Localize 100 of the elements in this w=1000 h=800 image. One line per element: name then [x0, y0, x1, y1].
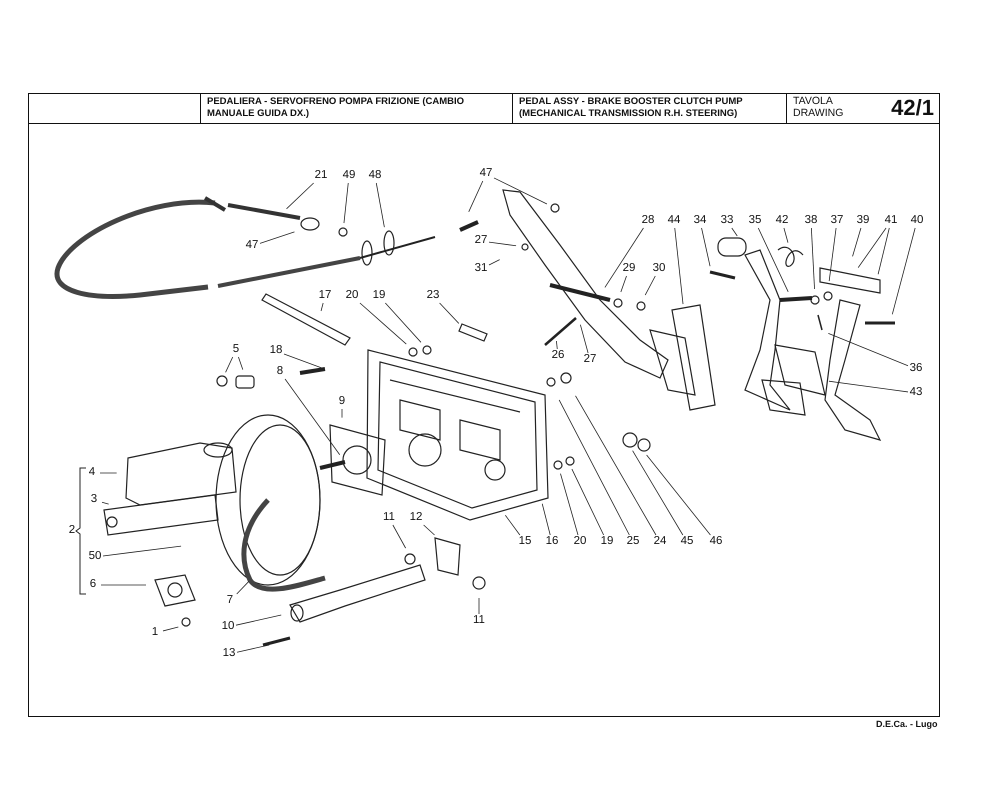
- leader-line: [320, 302, 324, 312]
- leader-line: [828, 228, 836, 282]
- callout-number: 9: [332, 395, 352, 409]
- callout-number: 8: [270, 365, 290, 379]
- leader-line: [238, 356, 244, 370]
- callout-number: 25: [623, 535, 643, 549]
- callout-number: 11: [379, 511, 399, 525]
- callout-number: 33: [717, 214, 737, 228]
- callout-number: 43: [906, 386, 926, 400]
- leader-line: [892, 228, 916, 315]
- leader-line: [392, 524, 406, 549]
- leader-line: [286, 182, 314, 210]
- callout-number: 26: [548, 349, 568, 363]
- leader-line: [504, 514, 520, 536]
- callout-number: 42: [772, 214, 792, 228]
- leader-line: [360, 302, 407, 344]
- leader-line: [644, 276, 656, 296]
- leader-line: [575, 395, 656, 536]
- callout-number: 15: [515, 535, 535, 549]
- leader-line: [674, 228, 684, 304]
- leader-line: [102, 502, 110, 504]
- callout-number: 39: [853, 214, 873, 228]
- callout-number: 18: [266, 344, 286, 358]
- leader-line: [858, 228, 886, 268]
- callout-number: 10: [218, 620, 238, 634]
- header-caption: TAVOLA DRAWING: [793, 96, 844, 120]
- callout-number: 40: [907, 214, 927, 228]
- leader-line: [828, 380, 908, 392]
- leader-line: [828, 332, 908, 366]
- leader-line: [810, 228, 815, 290]
- leader-line: [604, 228, 644, 288]
- callout-number: 46: [706, 535, 726, 549]
- callout-number: 19: [597, 535, 617, 549]
- leader-line: [701, 228, 710, 267]
- leader-line: [731, 228, 738, 236]
- leader-line: [560, 473, 578, 536]
- callout-number: 7: [220, 594, 240, 608]
- callout-number: 30: [649, 262, 669, 276]
- callout-number: 48: [365, 169, 385, 183]
- callout-number: 28: [638, 214, 658, 228]
- callout-number: 44: [664, 214, 684, 228]
- leader-line: [558, 400, 630, 536]
- callout-number: 29: [619, 262, 639, 276]
- callout-number: 1: [145, 626, 165, 640]
- leader-line: [580, 324, 588, 354]
- callout-number: 20: [342, 289, 362, 303]
- leader-line: [376, 182, 385, 228]
- callout-number: 21: [311, 169, 331, 183]
- callout-number: 4: [82, 466, 102, 480]
- callout-number: 47: [476, 167, 496, 181]
- callout-number: 47: [242, 239, 262, 253]
- callout-number: 6: [83, 578, 103, 592]
- leader-line: [100, 584, 146, 586]
- callout-number: 12: [406, 511, 426, 525]
- callout-number: 49: [339, 169, 359, 183]
- leader-line: [468, 180, 484, 212]
- callout-number: 16: [542, 535, 562, 549]
- leader-line: [572, 468, 604, 536]
- callout-number: 24: [650, 535, 670, 549]
- callout-number: 5: [226, 343, 246, 357]
- leader-line: [236, 614, 282, 626]
- leader-line: [236, 644, 270, 653]
- leader-line: [162, 626, 179, 632]
- callout-number: 45: [677, 535, 697, 549]
- callout-number: 37: [827, 214, 847, 228]
- leader-line: [494, 178, 548, 204]
- leader-line: [478, 598, 480, 614]
- callout-number: 23: [423, 289, 443, 303]
- callout-number: 13: [219, 647, 239, 661]
- header-title: PEDALIERA - SERVOFRENO POMPA FRIZIONE (CAMBIO MANUALE GUIDA DX.): [207, 96, 466, 120]
- leader-line: [556, 340, 558, 350]
- callout-number: 19: [369, 289, 389, 303]
- leader-line: [260, 231, 295, 244]
- leader-line: [632, 450, 684, 536]
- drawing-number: 42/1: [891, 95, 934, 121]
- callout-number: 27: [580, 353, 600, 367]
- leader-line: [488, 259, 500, 266]
- leader-line: [488, 242, 516, 246]
- leader-line: [284, 378, 340, 456]
- callout-number: 20: [570, 535, 590, 549]
- callout-number: 27: [471, 234, 491, 248]
- leader-line: [384, 302, 422, 343]
- leader-line: [784, 228, 788, 244]
- callout-number: 35: [745, 214, 765, 228]
- callout-number: 36: [906, 362, 926, 376]
- leader-line: [344, 182, 349, 224]
- callout-number: 38: [801, 214, 821, 228]
- leader-line: [852, 228, 862, 257]
- callout-number: 2: [68, 524, 76, 538]
- leader-line: [758, 228, 789, 292]
- callout-number: 50: [85, 550, 105, 564]
- leader-line: [236, 580, 250, 594]
- header-title: PEDAL ASSY - BRAKE BOOSTER CLUTCH PUMP (MECHANICAL TRANSMISSION R.H. STEERING): [519, 96, 744, 120]
- leader-line: [423, 524, 435, 536]
- leader-line: [284, 354, 322, 368]
- callout-number: 31: [471, 262, 491, 276]
- leader-line: [542, 503, 551, 536]
- callout-number: 34: [690, 214, 710, 228]
- callout-number: 11: [469, 614, 489, 628]
- leader-line: [646, 454, 711, 536]
